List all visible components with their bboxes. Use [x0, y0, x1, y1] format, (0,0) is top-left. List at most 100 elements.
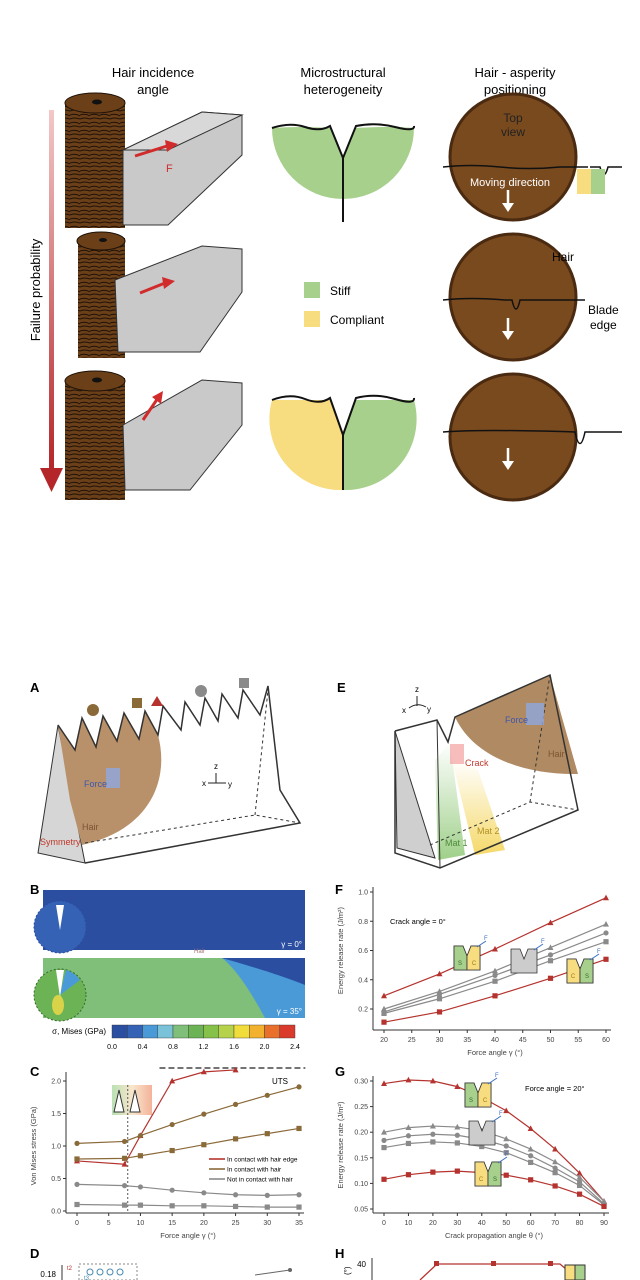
x-tick-label: 50: [547, 1037, 555, 1044]
failure-axis-label: Failure probability: [28, 238, 43, 341]
data-point-square: [201, 1142, 207, 1148]
data-point-circle: [528, 1153, 534, 1159]
data-point-triangle: [381, 992, 387, 999]
axis-triad: z x y: [202, 762, 232, 789]
svg-text:z: z: [214, 762, 218, 771]
colorbar-tick: 1.2: [199, 1044, 209, 1051]
data-point-square: [603, 956, 609, 962]
hair-label: Hair: [548, 749, 565, 759]
header-line: heterogeneity: [304, 82, 383, 97]
failure-probability-arrow: Failure probability: [28, 110, 63, 492]
data-point-circle: [603, 930, 609, 936]
data-point-triangle: [454, 1083, 461, 1090]
x-tick-label: 15: [168, 1220, 176, 1227]
data-point-square: [603, 939, 609, 945]
panel-letter: C: [30, 1064, 40, 1079]
data-point-circle: [492, 972, 498, 978]
column-header-heterogeneity: Microstructural heterogeneity: [300, 65, 385, 97]
colorbar-tick: 1.6: [229, 1044, 239, 1051]
x-tick-label: 40: [478, 1220, 486, 1227]
material-letter: C: [472, 961, 477, 967]
header-line: angle: [137, 82, 169, 97]
data-point-circle: [264, 1092, 270, 1098]
data-point-square: [137, 1153, 144, 1159]
square-marker-icon: [132, 698, 142, 708]
colorbar-cell: [111, 1024, 128, 1039]
data-point-triangle: [552, 1158, 559, 1165]
chart-annotation: Crack angle = 0°: [390, 917, 446, 926]
force-letter: F: [505, 1152, 509, 1158]
data-point-triangle: [121, 1161, 128, 1167]
x-axis-label: Crack propagation angle θ (°): [445, 1231, 544, 1240]
data-point-square: [430, 1169, 436, 1175]
data-point-circle: [121, 1138, 128, 1145]
svg-text:t3: t3: [84, 1276, 90, 1280]
panel-h: H 40 (°): [335, 1246, 586, 1280]
data-point-triangle: [576, 1169, 583, 1176]
column-header-positioning: Hair - asperity positioning: [475, 65, 556, 97]
force-arrow-icon: [476, 940, 487, 948]
legend-label: In contact with hair edge: [227, 1157, 298, 1164]
blade-edge-label: Blade: [588, 303, 619, 317]
stiff-label: Stiff: [330, 284, 351, 298]
data-point-square: [405, 1172, 412, 1178]
y-tick-label: 0.20: [354, 1130, 368, 1137]
colorbar-cell: [264, 1024, 280, 1039]
y-tick-label: 1.0: [358, 890, 368, 897]
x-tick-label: 10: [405, 1220, 413, 1227]
data-point-square: [381, 1176, 387, 1182]
colorbar: [111, 1024, 296, 1039]
data-point-triangle: [429, 1077, 436, 1084]
x-tick-label: 50: [502, 1220, 510, 1227]
force-label: F: [166, 163, 173, 175]
material-letter: C: [483, 1098, 488, 1104]
series-line: [383, 1079, 605, 1202]
data-point-triangle: [381, 1080, 387, 1086]
mat1-label: Mat 1: [445, 838, 468, 848]
material-letter: C: [571, 974, 576, 980]
chart-annotation: Force angle = 20°: [525, 1084, 585, 1093]
data-point-square: [547, 958, 554, 964]
y-label: (°): [343, 1266, 352, 1275]
force-letter: F: [541, 939, 545, 945]
material-half-icon: [466, 945, 481, 971]
colorbar-tick: 2.0: [260, 1044, 270, 1051]
x-tick-label: 80: [576, 1220, 584, 1227]
x-tick-label: 25: [232, 1220, 240, 1227]
series-line: [383, 1141, 605, 1206]
y-tick-label: 0.4: [358, 977, 368, 984]
header-line: Microstructural: [300, 65, 385, 80]
series-line: [76, 1086, 300, 1144]
x-tick-label: 70: [551, 1220, 559, 1227]
panel-letter: B: [30, 882, 39, 897]
material-letter: S: [493, 1177, 497, 1183]
data-point-triangle: [492, 945, 498, 952]
series-hair-edge: [74, 1066, 239, 1167]
colorbar-tick: 2.4: [290, 1044, 300, 1051]
data-point-square: [74, 1201, 80, 1208]
x-tick-label: 20: [380, 1037, 388, 1044]
legend-label: Not in contact with hair: [227, 1177, 294, 1184]
data-point-circle: [201, 1190, 207, 1196]
y-tick-label: 0.30: [354, 1079, 368, 1086]
data-point-square: [169, 1147, 175, 1154]
data-point-square: [381, 1010, 387, 1016]
data-point-triangle: [552, 1145, 559, 1152]
y-tick-label: 0.10: [354, 1181, 368, 1188]
panel-letter: E: [337, 680, 346, 695]
svg-text:y: y: [228, 780, 232, 789]
svg-text:x: x: [202, 779, 206, 788]
data-point-circle: [137, 1133, 144, 1139]
header-line: positioning: [484, 82, 546, 97]
force-arrow-icon: [589, 953, 600, 961]
series-no-hair-circle: [74, 1181, 302, 1198]
data-point-square: [528, 1159, 534, 1166]
force-label: Force: [84, 779, 107, 789]
material-letter: S: [585, 974, 589, 980]
data-point-triangle: [454, 1123, 461, 1130]
material-half-icon: [487, 1161, 502, 1187]
y-tick-label: 0.15: [354, 1155, 368, 1162]
colorbar-cell: [249, 1024, 265, 1039]
